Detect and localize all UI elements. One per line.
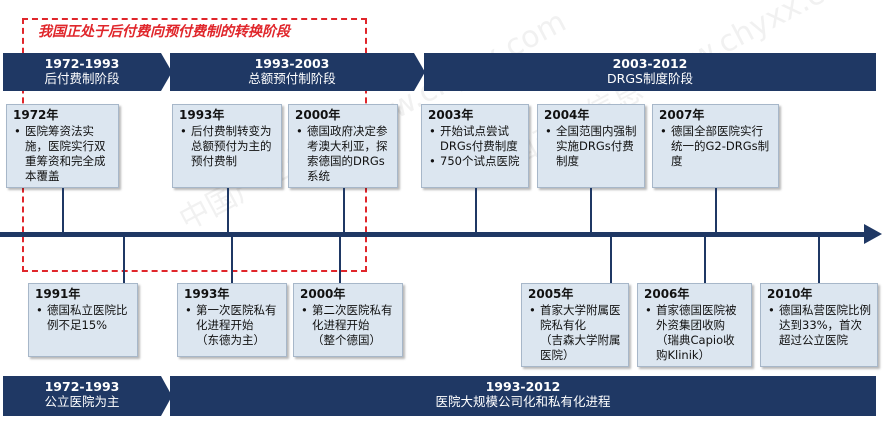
phase-years: 2003-2012 bbox=[612, 56, 688, 71]
highlight-label: 我国正处于后付费向预付费制的转换阶段 bbox=[38, 24, 290, 40]
connector-line bbox=[818, 237, 820, 283]
event-year: 2005年 bbox=[528, 287, 574, 301]
phase-years: 1972-1993 bbox=[44, 56, 120, 71]
phase-bar-top-3: 2003-2012 DRGS制度阶段 bbox=[424, 53, 876, 91]
connector-line bbox=[715, 188, 717, 234]
timeline-arrowhead bbox=[864, 224, 882, 244]
event-card-2000-top: 2000年 德国政府决定参考澳大利亚，探索德国的DRGs系统 bbox=[288, 104, 398, 188]
event-card-1993-top: 1993年 后付费制转变为总额预付为主的预付费制 bbox=[172, 104, 282, 188]
event-year: 2007年 bbox=[659, 108, 705, 122]
event-card-2007: 2007年 德国全部医院实行统一的G2-DRGs制度 bbox=[652, 104, 779, 188]
event-text: 德国私营医院比例达到33%，首次超过公立医院 bbox=[767, 303, 871, 348]
event-card-1993-bottom: 1993年 第一次医院私有化进程开始 （东德为主） bbox=[177, 283, 287, 357]
event-year: 2006年 bbox=[644, 287, 690, 301]
event-card-1991: 1991年 德国私立医院比例不足15% bbox=[28, 283, 138, 357]
phase-years: 1993-2003 bbox=[254, 56, 330, 71]
event-text: 750个试点医院 bbox=[428, 154, 522, 169]
phase-name: 总额预付制阶段 bbox=[248, 71, 336, 86]
event-year: 2004年 bbox=[544, 108, 590, 122]
phase-years: 1972-1993 bbox=[44, 379, 120, 394]
event-note: （东德为主） bbox=[196, 333, 265, 347]
phase-name: DRGS制度阶段 bbox=[607, 71, 693, 86]
event-text: 德国政府决定参考澳大利亚，探索德国的DRGs系统 bbox=[295, 124, 391, 184]
phase-arrow bbox=[414, 53, 425, 91]
connector-line bbox=[227, 188, 229, 234]
event-text: 医院筹资法实施，医院实行双重筹资和完全成本覆盖 bbox=[13, 124, 112, 184]
event-text: 首家大学附属医院私有化 bbox=[528, 303, 622, 333]
event-card-2000-bottom: 2000年 第二次医院私有化进程开始 （整个德国） bbox=[293, 283, 403, 357]
phase-bar-bottom-1: 1972-1993 公立医院为主 bbox=[3, 376, 161, 416]
event-year: 1993年 bbox=[184, 287, 230, 301]
event-text: 第二次医院私有化进程开始 bbox=[300, 303, 396, 333]
event-card-2006: 2006年 首家德国医院被外资集团收购（瑞典Capio收购Klinik） bbox=[637, 283, 752, 367]
event-year: 2003年 bbox=[428, 108, 474, 122]
phase-bar-top-1: 1972-1993 后付费制阶段 bbox=[3, 53, 161, 91]
event-year: 1993年 bbox=[179, 108, 225, 122]
event-year: 2000年 bbox=[295, 108, 341, 122]
phase-name: 公立医院为主 bbox=[44, 394, 120, 409]
timeline-axis bbox=[0, 232, 866, 237]
phase-bar-bottom-2: 1993-2012 医院大规模公司化和私有化进程 bbox=[170, 376, 876, 416]
phase-name: 后付费制阶段 bbox=[44, 71, 120, 86]
connector-line bbox=[704, 237, 706, 283]
event-note: （整个德国） bbox=[312, 333, 381, 347]
event-text: 后付费制转变为总额预付为主的预付费制 bbox=[179, 124, 275, 169]
connector-line bbox=[62, 188, 64, 234]
event-card-2004: 2004年 全国范围内强制实施DRGs付费制度 bbox=[537, 104, 645, 188]
event-card-2003: 2003年 开始试点尝试DRGs付费制度 750个试点医院 bbox=[421, 104, 529, 188]
connector-line bbox=[123, 237, 125, 283]
event-year: 1972年 bbox=[13, 108, 59, 122]
phase-arrow bbox=[161, 53, 172, 91]
connector-line bbox=[610, 237, 612, 283]
phase-name: 医院大规模公司化和私有化进程 bbox=[435, 394, 611, 409]
event-text: 全国范围内强制实施DRGs付费制度 bbox=[544, 124, 638, 169]
event-card-2010: 2010年 德国私营医院比例达到33%，首次超过公立医院 bbox=[760, 283, 878, 367]
event-year: 2010年 bbox=[767, 287, 813, 301]
event-year: 2000年 bbox=[300, 287, 346, 301]
phase-bar-top-2: 1993-2003 总额预付制阶段 bbox=[170, 53, 414, 91]
event-text: 首家德国医院被外资集团收购（瑞典Capio收购Klinik） bbox=[644, 303, 745, 363]
phase-arrow bbox=[161, 376, 172, 416]
connector-line bbox=[590, 188, 592, 234]
connector-line bbox=[231, 237, 233, 283]
event-year: 1991年 bbox=[35, 287, 81, 301]
event-text: 第一次医院私有化进程开始 bbox=[184, 303, 280, 333]
phase-years: 1993-2012 bbox=[485, 379, 561, 394]
event-card-2005: 2005年 首家大学附属医院私有化 （吉森大学附属医院） bbox=[521, 283, 629, 367]
event-card-1972: 1972年 医院筹资法实施，医院实行双重筹资和完全成本覆盖 bbox=[6, 104, 119, 188]
event-text: 德国全部医院实行统一的G2-DRGs制度 bbox=[659, 124, 772, 169]
event-note: （吉森大学附属医院） bbox=[540, 333, 621, 362]
event-text: 德国私立医院比例不足15% bbox=[35, 303, 131, 333]
connector-line bbox=[343, 188, 345, 234]
connector-line bbox=[339, 237, 341, 283]
event-text: 开始试点尝试DRGs付费制度 bbox=[428, 124, 522, 154]
connector-line bbox=[475, 188, 477, 234]
